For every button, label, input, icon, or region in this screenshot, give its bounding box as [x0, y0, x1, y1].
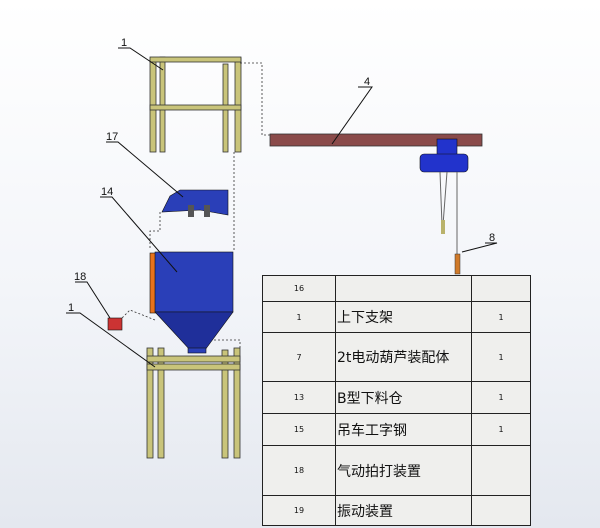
i-beam — [269, 133, 483, 147]
item-number: 1 — [262, 301, 336, 333]
item-number: 19 — [262, 495, 336, 526]
balloon-14: 14 — [101, 186, 113, 198]
upper-support-frame — [149, 56, 242, 153]
quantity — [471, 445, 531, 496]
table-row: 13 B型下料仓 1 — [262, 381, 531, 414]
item-number: 7 — [262, 332, 336, 382]
part-name: 振动装置 — [335, 495, 472, 526]
item-number: 13 — [262, 381, 336, 414]
item-number: 18 — [262, 445, 336, 496]
quantity: 1 — [471, 413, 531, 446]
quantity — [471, 495, 531, 526]
vibrator-plate — [161, 189, 229, 217]
part-name: 上下支架 — [335, 301, 472, 333]
part-name: 气动拍打装置 — [335, 445, 472, 496]
balloon-18: 18 — [74, 271, 86, 283]
quantity: 1 — [471, 332, 531, 382]
part-name: 2t电动葫芦装配体 — [335, 332, 472, 382]
table-row: 16 — [262, 275, 531, 302]
balloon-17: 17 — [106, 131, 118, 143]
item-number: 15 — [262, 413, 336, 446]
table-row: 19 振动装置 — [262, 495, 531, 526]
table-row: 18 气动拍打装置 — [262, 445, 531, 496]
part-name — [335, 275, 472, 302]
balloon-1-bottom: 1 — [68, 302, 74, 314]
balloon-leaders — [66, 47, 498, 368]
quantity: 1 — [471, 381, 531, 414]
table-row: 7 2t电动葫芦装配体 1 — [262, 332, 531, 382]
pneumatic-hammer — [107, 317, 123, 331]
hopper — [149, 251, 234, 354]
balloon-4: 4 — [364, 76, 370, 88]
balloon-8: 8 — [489, 232, 495, 244]
item-number: 16 — [262, 275, 336, 302]
part-name: B型下料仓 — [335, 381, 472, 414]
part-name: 吊车工字钢 — [335, 413, 472, 446]
electric-hoist — [419, 138, 469, 275]
quantity: 1 — [471, 301, 531, 333]
bill-of-materials-table: 16 1 上下支架 1 7 2t电动葫芦装配体 1 13 B型下料仓 1 15 … — [262, 275, 531, 526]
lower-support-frame — [146, 347, 241, 459]
balloon-1-top: 1 — [121, 37, 127, 49]
table-row: 15 吊车工字钢 1 — [262, 413, 531, 446]
quantity — [471, 275, 531, 302]
table-row: 1 上下支架 1 — [262, 301, 531, 333]
